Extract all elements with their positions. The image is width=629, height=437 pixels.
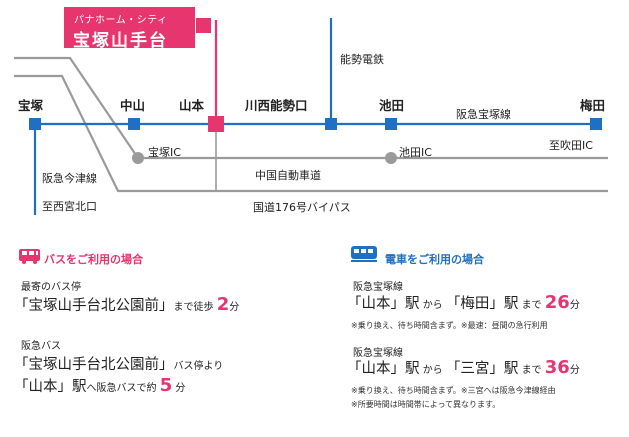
station-label-nakayama: 中山 [120,98,145,113]
ic-label-ikeda: 池田IC [399,146,432,159]
route2-minutes: 36 [544,357,570,378]
station-label-ikeda: 池田 [379,98,404,113]
development-name: 宝塚山手台 [73,31,168,51]
station-label-yamamoto: 山本 [179,98,205,113]
development-subtitle: パナホーム・シティ [74,15,168,26]
bus-stop-row: 「宝塚山手台北公園前」バス停より [14,353,223,374]
nearest-stop-label: 最寄のバス停 [21,282,81,293]
development-label: パナホーム・シティ 宝塚山手台 [64,7,195,51]
route2-made: まで [521,365,542,376]
bus-icon [19,249,40,264]
station-marker-kawanishi [325,118,337,130]
train-heading: 電車をご利用の場合 [385,253,484,266]
imazu-label: 阪急今津線 [42,171,97,185]
walk-unit: 分 [229,302,240,313]
station-marker-ikeda [385,118,397,130]
route2-row: 「山本」駅 から 「三宮」駅 まで 36分 [347,357,580,378]
station-marker-takarazuka [29,118,41,130]
to-suita-label: 至吹田IC [549,139,593,152]
route2-to: 「三宮」駅 [445,361,519,377]
development-marker [196,18,211,33]
route1-note: ※乗り換え、待ち時間含まず。※最速：昼間の急行利用 [351,321,548,330]
ic-marker-ikeda [385,152,397,164]
nearest-stop-name: 「宝塚山手台北公園前」 [14,298,174,314]
route2-from: 「山本」駅 [347,361,420,377]
route2-line: 阪急宝塚線 [353,348,403,359]
route2-note2: ※所要時間は時間帯によって異なります。 [351,400,501,409]
bus-heading: バスをご利用の場合 [44,253,143,266]
bus-to-text: へ阪急バスで約 [86,383,157,394]
walk-row: 「宝塚山手台北公園前」まで徒歩 2分 [14,294,239,315]
station-label-kawanishi: 川西能勢口 [244,98,308,113]
bus-company: 阪急バス [21,341,61,352]
bus-stop-from: 「宝塚山手台北公園前」 [14,357,174,373]
bus-minutes: 5 [159,375,173,396]
route2-note1: ※乗り換え、待ち時間含まず。※三宮へは阪急今津線経由 [351,386,556,395]
route2-unit: 分 [569,365,580,376]
ic-label-takarazuka: 宝塚IC [148,145,181,159]
route2-kara: から [422,365,443,376]
bus-time-row: 「山本」駅へ阪急バスで約 5 分 [14,375,185,396]
route1-unit: 分 [569,300,580,311]
to-nishinomiya-label: 至西宮北口 [42,199,97,213]
route1-to: 「梅田」駅 [445,296,519,312]
chugoku-label: 中国自動車道 [255,168,321,182]
nose-line-label: 能勢電鉄 [340,52,384,66]
route1-made: まで [521,300,542,311]
station-marker-nakayama [128,118,140,130]
route176-label: 国道176号バイパス [253,200,351,214]
bus-unit: 分 [175,383,186,394]
station-label-umeda: 梅田 [580,98,605,113]
bus-from-text: バス停より [173,361,224,372]
route1-from: 「山本」駅 [347,296,420,312]
ic-marker-takarazuka [132,152,144,164]
route1-line: 阪急宝塚線 [353,282,403,293]
hankyu-takarazuka-label: 阪急宝塚線 [456,107,511,121]
diagonal-road-upper [14,56,608,160]
walk-text: まで徒歩 [173,302,214,313]
station-marker-yamamoto [208,116,224,132]
imazu-line [14,74,608,193]
route1-kara: から [422,300,443,311]
station-label-takarazuka: 宝塚 [18,98,44,113]
station-marker-umeda [590,118,602,130]
route1-minutes: 26 [544,292,570,313]
train-icon [351,246,377,262]
walk-minutes: 2 [216,294,230,315]
bus-to-station: 「山本」駅 [14,379,87,395]
route1-row: 「山本」駅 から 「梅田」駅 まで 26分 [347,292,580,313]
